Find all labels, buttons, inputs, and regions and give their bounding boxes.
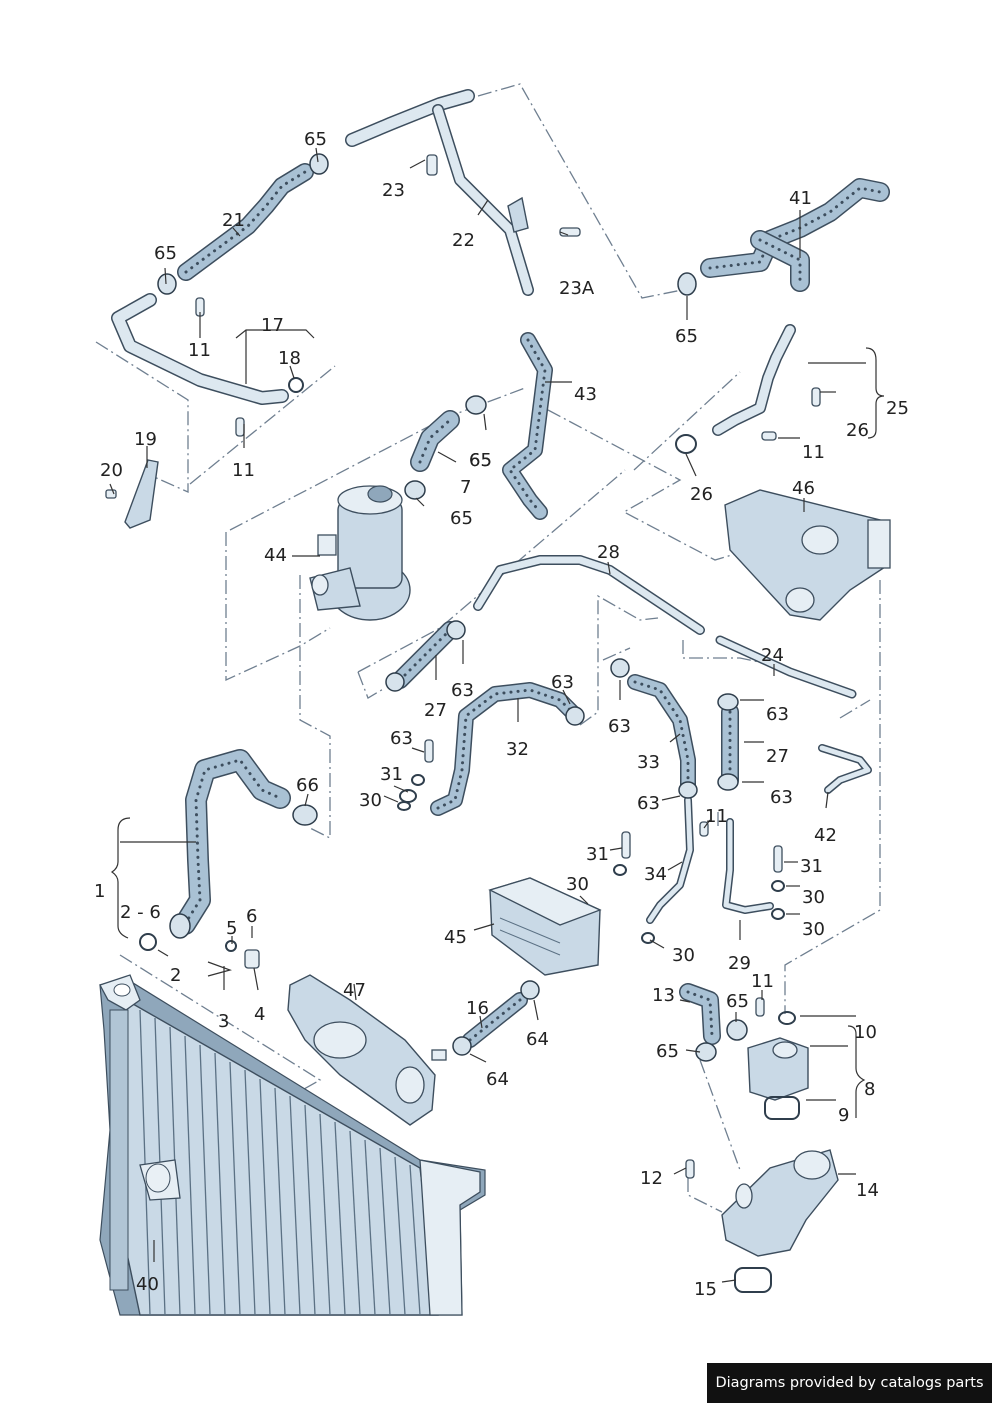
- callout-10: 10: [854, 1022, 877, 1043]
- callout-40: 40: [136, 1274, 159, 1295]
- callout-64: 64: [526, 1029, 549, 1050]
- callout-1: 1: [94, 881, 105, 902]
- callout-30: 30: [359, 790, 382, 811]
- callout-65: 65: [154, 243, 177, 264]
- callout-3: 3: [218, 1011, 229, 1032]
- callout-65: 65: [469, 450, 492, 471]
- attribution-text: Diagrams provided by catalogs parts: [715, 1375, 984, 1391]
- callout-43: 43: [574, 384, 597, 405]
- callout-65: 65: [304, 129, 327, 150]
- callout-30: 30: [672, 945, 695, 966]
- callout-65: 65: [450, 508, 473, 529]
- callout-12: 12: [640, 1168, 663, 1189]
- callout-17: 17: [261, 315, 284, 336]
- pipes: [111, 89, 872, 924]
- callout-2-6: 2 - 6: [120, 902, 161, 923]
- callout-16: 16: [466, 998, 489, 1019]
- callout-29: 29: [728, 953, 751, 974]
- callout-6: 6: [246, 906, 257, 927]
- callout-31: 31: [380, 764, 403, 785]
- callout-18: 18: [278, 348, 301, 369]
- callout-63: 63: [390, 728, 413, 749]
- callout-11: 11: [188, 340, 211, 361]
- callout-24: 24: [761, 645, 784, 666]
- callout-63: 63: [451, 680, 474, 701]
- callout-63: 63: [770, 787, 793, 808]
- callout-32: 32: [506, 739, 529, 760]
- callout-26: 26: [690, 484, 713, 505]
- callout-42: 42: [814, 825, 837, 846]
- callout-63: 63: [551, 672, 574, 693]
- callout-9: 9: [838, 1105, 849, 1126]
- callout-66: 66: [296, 775, 319, 796]
- callout-22: 22: [452, 230, 475, 251]
- callout-44: 44: [264, 545, 287, 566]
- callout-64: 64: [486, 1069, 509, 1090]
- callouts: 65 23 21 22 23A 41 65 11 17 18 65 43 65 …: [94, 129, 909, 1300]
- callout-47: 47: [343, 980, 366, 1001]
- callout-65: 65: [656, 1041, 679, 1062]
- solid-leaders: [109, 147, 885, 1283]
- callout-46: 46: [792, 478, 815, 499]
- callout-30: 30: [802, 919, 825, 940]
- callout-63: 63: [608, 716, 631, 737]
- callout-2: 2: [170, 965, 181, 986]
- callout-30: 30: [802, 887, 825, 908]
- callout-21: 21: [222, 210, 245, 231]
- callout-63: 63: [766, 704, 789, 725]
- components: [124, 196, 891, 1257]
- callout-19: 19: [134, 429, 157, 450]
- callout-33: 33: [637, 752, 660, 773]
- callout-65: 65: [675, 326, 698, 347]
- callout-31: 31: [800, 856, 823, 877]
- callout-31: 31: [586, 844, 609, 865]
- callout-30: 30: [566, 874, 589, 895]
- radiator: [99, 974, 486, 1316]
- callout-45: 45: [444, 927, 467, 948]
- callout-14: 14: [856, 1180, 879, 1201]
- callout-23: 23: [382, 180, 405, 201]
- callout-41: 41: [789, 188, 812, 209]
- callout-5: 5: [226, 918, 237, 939]
- callout-11: 11: [802, 442, 825, 463]
- callout-34: 34: [644, 864, 667, 885]
- callout-65: 65: [726, 991, 749, 1012]
- callout-11: 11: [232, 460, 255, 481]
- callout-63: 63: [637, 793, 660, 814]
- callout-20: 20: [100, 460, 123, 481]
- attribution-banner: Diagrams provided by catalogs parts: [707, 1363, 992, 1403]
- callout-28: 28: [597, 542, 620, 563]
- callout-25: 25: [886, 398, 909, 419]
- callout-15: 15: [694, 1279, 717, 1300]
- callout-8: 8: [864, 1079, 875, 1100]
- callout-26: 26: [846, 420, 869, 441]
- callout-23A: 23A: [559, 278, 595, 299]
- callout-11: 11: [705, 806, 728, 827]
- callout-11: 11: [751, 971, 774, 992]
- callout-27: 27: [424, 700, 447, 721]
- callout-13: 13: [652, 985, 675, 1006]
- callout-7: 7: [460, 477, 471, 498]
- small-parts: [105, 153, 821, 1293]
- callout-27: 27: [766, 746, 789, 767]
- callout-4: 4: [254, 1004, 265, 1025]
- callout-65: 65: [469, 450, 492, 471]
